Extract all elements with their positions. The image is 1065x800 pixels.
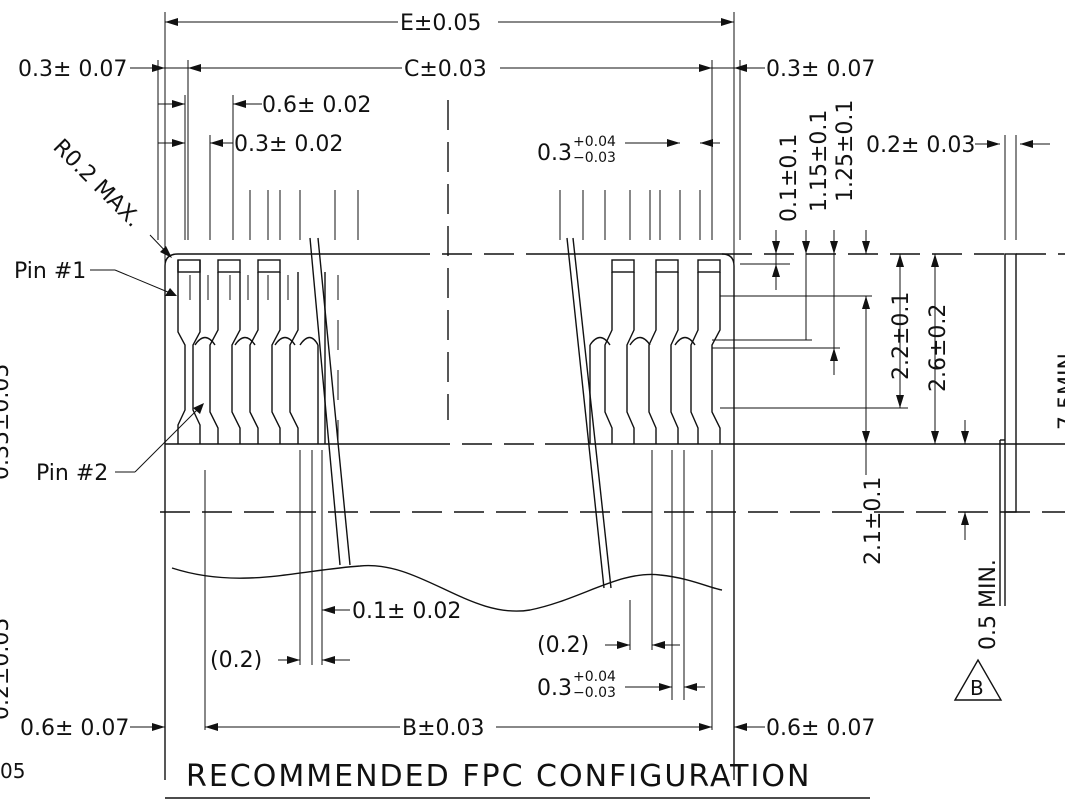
break-curve — [171, 564, 723, 612]
dim-ref-right-label: (0.2) — [537, 633, 589, 658]
svg-text:+0.04: +0.04 — [573, 669, 616, 685]
dim-min-0-5: 0.5 MIN. — [976, 559, 1001, 650]
svg-text:+0.04: +0.04 — [573, 134, 616, 150]
left-fingers — [177, 259, 326, 444]
svg-text:0.2±0.05: 0.2±0.05 — [0, 618, 14, 720]
svg-text:05: 05 — [0, 759, 25, 783]
dimension-ref-left: (0.2) — [210, 648, 350, 673]
dim-gap-label: 0.1± 0.02 — [352, 599, 461, 624]
svg-text:0.35±0.05: 0.35±0.05 — [0, 364, 14, 480]
dim-left-offset-bottom: 0.6± 0.07 — [20, 716, 129, 741]
dim-h-0-1: 0.1±0.1 — [777, 134, 802, 222]
dimension-finger-right: 0.3 +0.04 −0.03 — [537, 134, 720, 166]
right-vertical-dims: 0.1±0.1 1.15±0.1 1.25±0.1 2.2±0.1 2.6±0.… — [712, 100, 1001, 650]
dim-thickness: 0.2± 0.03 — [866, 133, 975, 158]
dim-h-2-1: 2.1±0.1 — [861, 477, 886, 565]
break-lines — [309, 237, 612, 589]
pin-labels: Pin #1 Pin #2 — [14, 259, 204, 486]
dimension-pitch: 0.6± 0.02 — [158, 93, 371, 118]
svg-text:−0.03: −0.03 — [573, 685, 616, 701]
right-fingers — [589, 259, 721, 444]
dim-h-1-15: 1.15±0.1 — [807, 110, 832, 212]
dim-right-offset-top: 0.3± 0.07 — [766, 57, 875, 82]
dim-c-label: C±0.03 — [404, 57, 487, 82]
dimension-finger-bottom: 0.3 +0.04 −0.03 — [537, 669, 705, 701]
left-cropped-labels: 0.35±0.05 0.2±0.05 05 — [0, 364, 25, 783]
corner-radius-note: R0.2 MAX. — [48, 135, 172, 258]
corner-radius-label: R0.2 MAX. — [48, 135, 146, 233]
dim-right-offset-bottom: 0.6± 0.07 — [766, 716, 875, 741]
dimension-finger: 0.3± 0.02 — [158, 132, 343, 157]
dimension-c: C±0.03 0.3± 0.07 0.3± 0.07 — [18, 57, 875, 82]
pin1-label: Pin #1 — [14, 259, 86, 284]
side-partial-label: 7.5MIN — [1055, 353, 1065, 430]
pin2-label: Pin #2 — [36, 461, 108, 486]
dim-ref-left-label: (0.2) — [210, 648, 262, 673]
drawing-title: RECOMMENDED FPC CONFIGURATION — [186, 759, 811, 794]
dimension-gap: 0.1± 0.02 — [322, 599, 461, 624]
datum-b: B — [953, 658, 1003, 701]
dim-pitch-label: 0.6± 0.02 — [262, 93, 371, 118]
dimension-ref-right: (0.2) — [537, 633, 680, 658]
datum-b-label: B — [970, 676, 984, 700]
svg-text:0.3: 0.3 — [537, 676, 572, 701]
dimension-e: E±0.05 — [165, 11, 734, 36]
svg-text:−0.03: −0.03 — [573, 150, 616, 166]
dim-h-2-6: 2.6±0.2 — [926, 304, 951, 392]
dim-left-offset-top: 0.3± 0.07 — [18, 57, 127, 82]
dim-h-1-25: 1.25±0.1 — [833, 100, 858, 202]
dim-finger-label: 0.3± 0.02 — [234, 132, 343, 157]
side-view: 0.2± 0.03 7.5MIN — [866, 133, 1065, 606]
left-body-ticks — [189, 275, 339, 444]
dim-h-2-2: 2.2±0.1 — [889, 292, 914, 380]
svg-text:0.3: 0.3 — [537, 141, 572, 166]
fpc-body — [160, 253, 1065, 780]
title-block: RECOMMENDED FPC CONFIGURATION — [165, 759, 870, 799]
dim-b-label: B±0.03 — [402, 716, 485, 741]
lower-extension-lines — [204, 450, 713, 730]
dimension-b: B±0.03 0.6± 0.07 0.6± 0.07 — [20, 716, 875, 741]
dim-e-label: E±0.05 — [400, 11, 481, 36]
